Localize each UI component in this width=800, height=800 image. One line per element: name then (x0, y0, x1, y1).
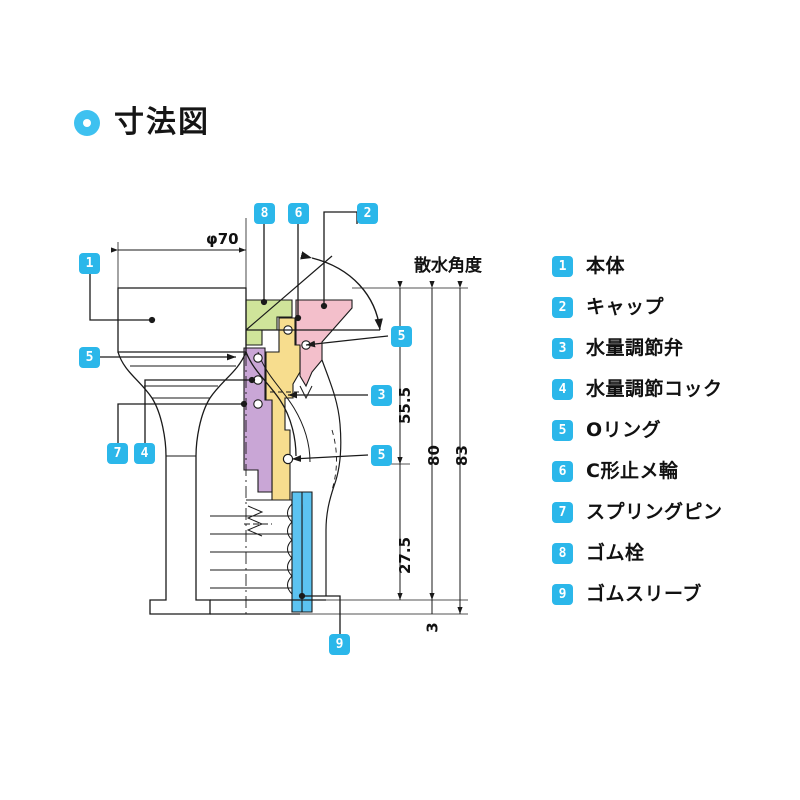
dimension-drawing: 8 6 2 1 5 7 4 5 3 5 9 φ70 散水角度 55.5 27.5… (79, 203, 482, 655)
thread-profile (287, 503, 293, 595)
page-header: 寸法図 (74, 108, 210, 138)
legend-label-5: Oリング (586, 419, 662, 441)
legend-item-6[interactable]: 6 C形止メ輪 (552, 461, 723, 482)
page-title: 寸法図 (114, 105, 210, 140)
callout-5-left[interactable]: 5 (79, 347, 100, 368)
hidden-line-a (331, 429, 337, 491)
dim-label-80: 80 (424, 445, 443, 466)
callout-2[interactable]: 2 (357, 203, 378, 224)
dim-label-55-5: 55.5 (396, 386, 415, 425)
callout-7[interactable]: 7 (107, 443, 128, 464)
dim-label-spray-angle: 散水角度 (414, 256, 482, 276)
body-section-right-wall (321, 359, 342, 596)
legend-label-1: 本体 (586, 255, 626, 277)
legend-label-2: キャップ (586, 296, 665, 318)
legend-badge-7: 7 (552, 502, 573, 523)
legend-item-4[interactable]: 4 水量調節コック (552, 379, 723, 400)
legend-badge-8: 8 (552, 543, 573, 564)
callout-8[interactable]: 8 (254, 203, 275, 224)
legend-label-3: 水量調節弁 (586, 337, 684, 359)
spring-pin-coil (246, 505, 264, 537)
callout-3[interactable]: 3 (371, 385, 392, 406)
thread-lines (210, 515, 292, 589)
legend-label-4: 水量調節コック (586, 378, 723, 400)
callout-9[interactable]: 9 (329, 634, 350, 655)
dim-label-83: 83 (452, 445, 471, 466)
region-valve (265, 317, 301, 501)
legend-item-8[interactable]: 8 ゴム栓 (552, 543, 723, 564)
callout-4[interactable]: 4 (134, 443, 155, 464)
legend-label-9: ゴムスリーブ (586, 583, 702, 605)
spray-angle-leg-a (245, 255, 333, 331)
body-inner-skirt2 (257, 351, 311, 463)
drawing-svg (89, 211, 468, 634)
parts-legend: 1 本体 2 キャップ 3 水量調節弁 4 水量調節コック 5 Oリング 6 C… (552, 256, 723, 605)
legend-item-1[interactable]: 1 本体 (552, 256, 723, 277)
legend-badge-3: 3 (552, 338, 573, 359)
callout-1[interactable]: 1 (79, 253, 100, 274)
legend-item-5[interactable]: 5 Oリング (552, 420, 723, 441)
legend-badge-4: 4 (552, 379, 573, 400)
region-rubber-sleeve-wall (291, 491, 303, 613)
callout-5-lower-right[interactable]: 5 (371, 445, 392, 466)
legend-badge-2: 2 (552, 297, 573, 318)
legend-badge-6: 6 (552, 461, 573, 482)
callout-5-upper-right[interactable]: 5 (391, 326, 412, 347)
dim-label-27-5: 27.5 (396, 536, 415, 575)
callout-6[interactable]: 6 (288, 203, 309, 224)
legend-badge-9: 9 (552, 584, 573, 605)
region-cock (243, 347, 273, 493)
dim-label-phi70: φ70 (206, 230, 239, 248)
nozzle-tip (299, 385, 313, 400)
legend-label-7: スプリングピン (586, 501, 723, 523)
body-skirt-outline (117, 351, 247, 615)
dim-label-3: 3 (423, 622, 442, 633)
legend-badge-5: 5 (552, 420, 573, 441)
legend-item-9[interactable]: 9 ゴムスリーブ (552, 584, 723, 605)
donut-icon (74, 110, 100, 136)
leader-lines (89, 211, 389, 634)
legend-label-8: ゴム栓 (586, 542, 645, 564)
drawing-geometry (89, 211, 468, 634)
legend-item-3[interactable]: 3 水量調節弁 (552, 338, 723, 359)
legend-badge-1: 1 (552, 256, 573, 277)
legend-label-6: C形止メ輪 (586, 460, 679, 482)
legend-item-2[interactable]: 2 キャップ (552, 297, 723, 318)
body-inner-skirt (245, 351, 297, 457)
legend-item-7[interactable]: 7 スプリングピン (552, 502, 723, 523)
